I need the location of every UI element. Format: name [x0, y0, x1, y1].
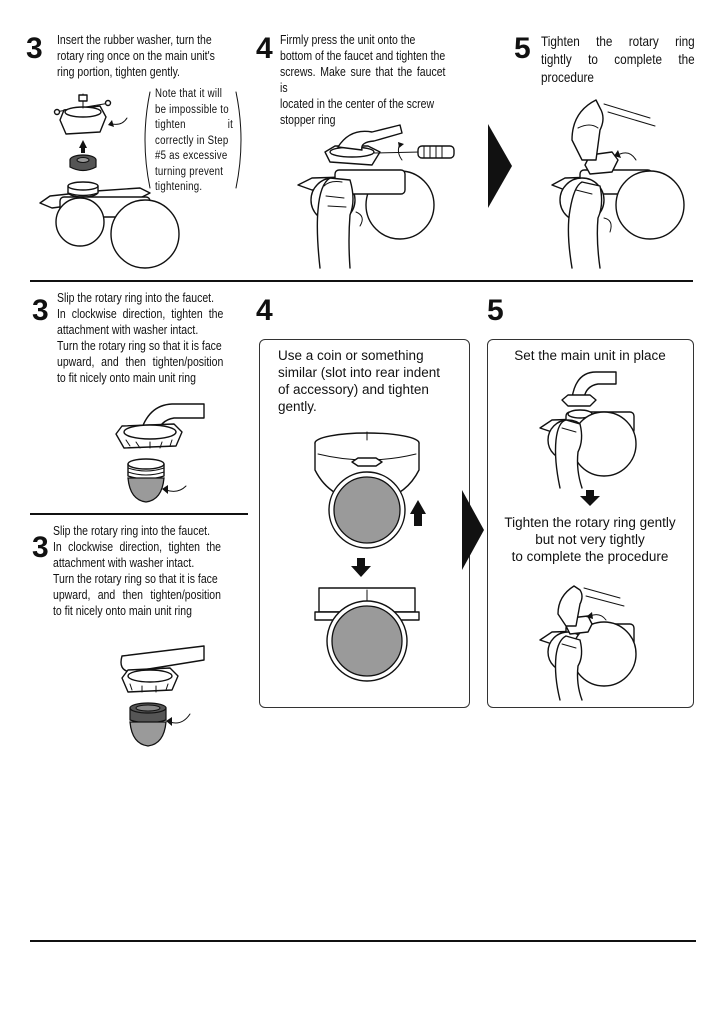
step-3b-instructions: Slip the rotary ring into the faucet. In…	[53, 524, 221, 618]
arrow-down-icon	[580, 490, 600, 506]
step-3-illustration	[39, 93, 180, 269]
step-number: 3	[26, 32, 43, 65]
step-number: 3	[32, 294, 49, 327]
step-5-illustration	[551, 99, 685, 269]
step-number: 3	[32, 531, 49, 564]
step-5-caption-bottom: Tighten the rotary ring gently but not v…	[504, 515, 676, 564]
chevron-right-icon	[488, 124, 512, 208]
step-number: 5	[487, 294, 504, 327]
step-4-instructions: Use a coin or something similar (slot in…	[278, 348, 441, 414]
step-3-note: Note that it will be impossible to tight…	[155, 88, 234, 193]
step-5-caption-top: Set the main unit in place	[514, 348, 666, 363]
step-3-instructions: Insert the rubber washer, turn the rotar…	[57, 33, 215, 79]
arrow-up-icon	[410, 500, 426, 526]
step-number: 4	[256, 32, 273, 65]
section-divider	[30, 280, 693, 282]
note-brackets	[144, 91, 242, 189]
step-number: 5	[514, 32, 531, 65]
screwdriver-icon	[373, 142, 455, 161]
step-4-instructions: Firmly press the unit onto the bottom of…	[280, 33, 446, 127]
sub-divider	[30, 513, 248, 515]
step-3a-instructions: Slip the rotary ring into the faucet. In…	[57, 291, 224, 385]
step-4-illustration	[297, 124, 455, 269]
arrow-down-icon	[351, 558, 371, 577]
footer-divider	[30, 940, 696, 942]
step-5-instructions: Tighten the rotary ring tightly to compl…	[541, 33, 695, 85]
step-number: 4	[256, 294, 273, 327]
